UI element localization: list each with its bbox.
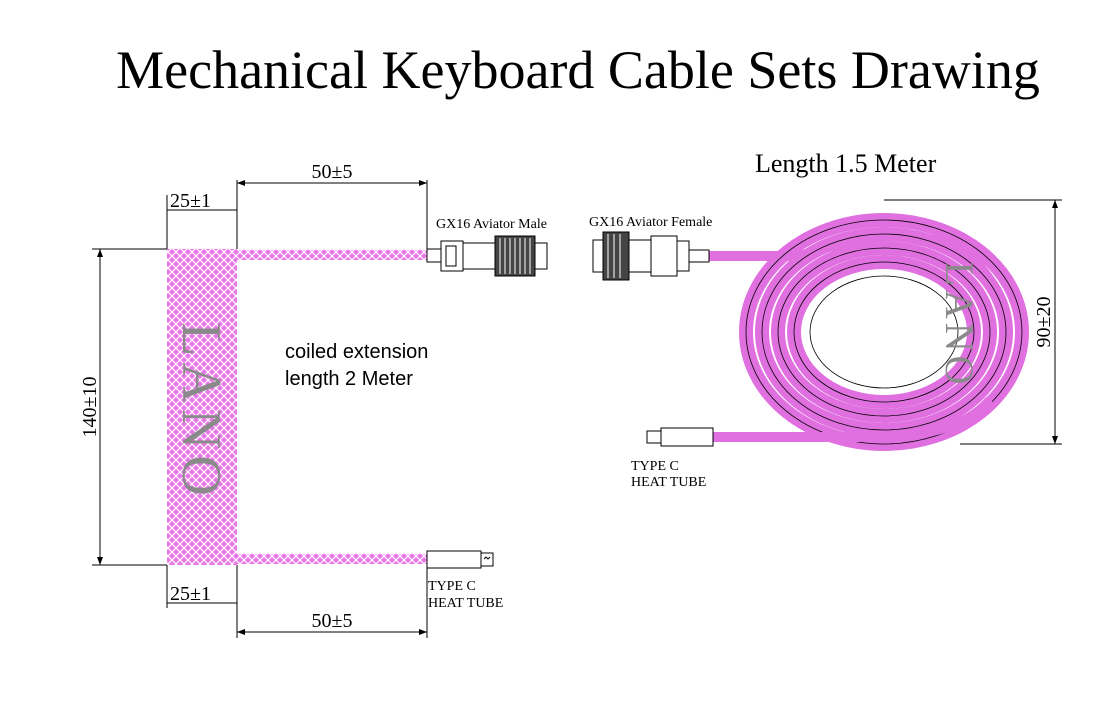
dim-coil-diameter: 90±20 [1033,297,1055,348]
gx16-male-connector [426,235,548,277]
type-c-label-left-2: HEAT TUBE [428,596,503,611]
dim-bottom-left: 25±1 [170,583,211,605]
brand-logo-right: LANO [937,261,982,388]
type-c-label-right-2: HEAT TUBE [631,475,706,490]
length-label: Length 1.5 Meter [755,149,937,178]
dim-top-left: 25±1 [170,190,211,212]
connector-label-male: GX16 Aviator Male [436,217,547,232]
coil-description-1: coiled extension [285,341,428,363]
cable-coil [739,213,1029,451]
type-c-connector-right [646,427,714,447]
dim-top-right: 50±5 [312,161,353,183]
type-c-label-left-1: TYPE C [428,579,476,594]
type-c-connector-left [426,550,494,569]
page-title: Mechanical Keyboard Cable Sets Drawing [116,40,1040,100]
connector-label-female: GX16 Aviator Female [589,215,712,230]
top-cable [237,250,427,260]
coiled-section [167,249,237,565]
dim-bottom-right: 50±5 [312,610,353,632]
straight-cable-assembly: Length 1.5 Meter LANO [589,149,1062,490]
brand-logo-left: LANO [170,322,232,502]
gx16-female-connector [592,231,710,281]
dim-height: 140±10 [79,377,101,438]
type-c-label-right-1: TYPE C [631,459,679,474]
coiled-cable-assembly: LANO GX16 Aviator Male TYPE C HEAT TUBE [79,161,548,638]
bottom-cable [237,554,427,564]
coil-description-2: length 2 Meter [285,368,413,390]
